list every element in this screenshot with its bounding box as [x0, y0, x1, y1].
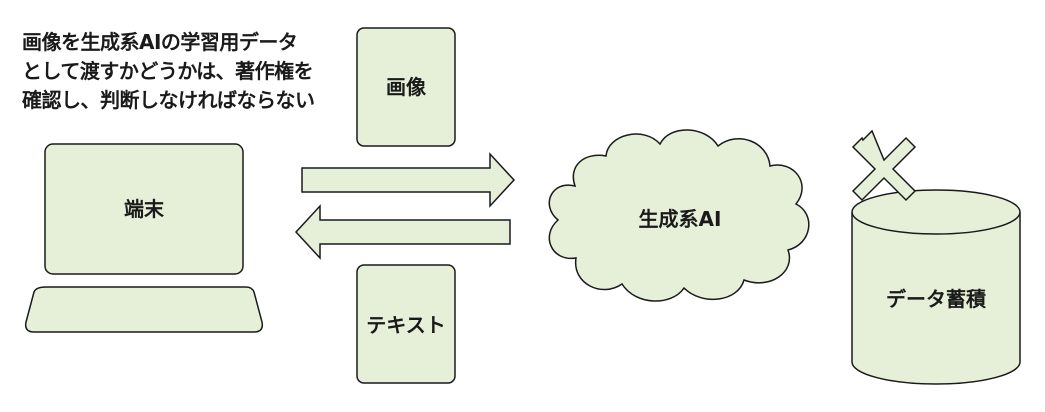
caption-line-3: 確認し、判断しなければならない [22, 88, 315, 112]
caption-line-1: 画像を生成系AIの学習用データ [22, 30, 298, 54]
arrow-to-ai [301, 152, 516, 208]
laptop-screen [44, 143, 244, 275]
generative-ai-cloud: 生成系AI [548, 129, 810, 302]
image-document: 画像 [356, 27, 456, 147]
cylinder-body [851, 212, 1021, 385]
caption-line-2: として渡すかどうかは、著作権を [22, 59, 314, 83]
terminal-label: 端末 [124, 197, 165, 221]
image-label: 画像 [386, 75, 427, 99]
arrow-to-terminal [294, 204, 511, 260]
text-document: テキスト [356, 264, 456, 384]
terminal-laptop: 端末 [24, 143, 264, 333]
laptop-keyboard-base [24, 286, 264, 333]
cloud-shape [548, 129, 810, 302]
storage-label: データ蓄積 [886, 287, 987, 311]
cylinder-top [851, 189, 1021, 235]
image-document-box [356, 27, 456, 147]
text-document-box [356, 264, 456, 384]
data-storage-cylinder: データ蓄積 [851, 189, 1021, 385]
caption-note: 画像を生成系AIの学習用データ として渡すかどうかは、著作権を 確認し、判断しな… [22, 28, 342, 115]
ai-label: 生成系AI [639, 207, 722, 231]
text-label: テキスト [366, 313, 445, 337]
cross-mark-icon [851, 129, 917, 202]
